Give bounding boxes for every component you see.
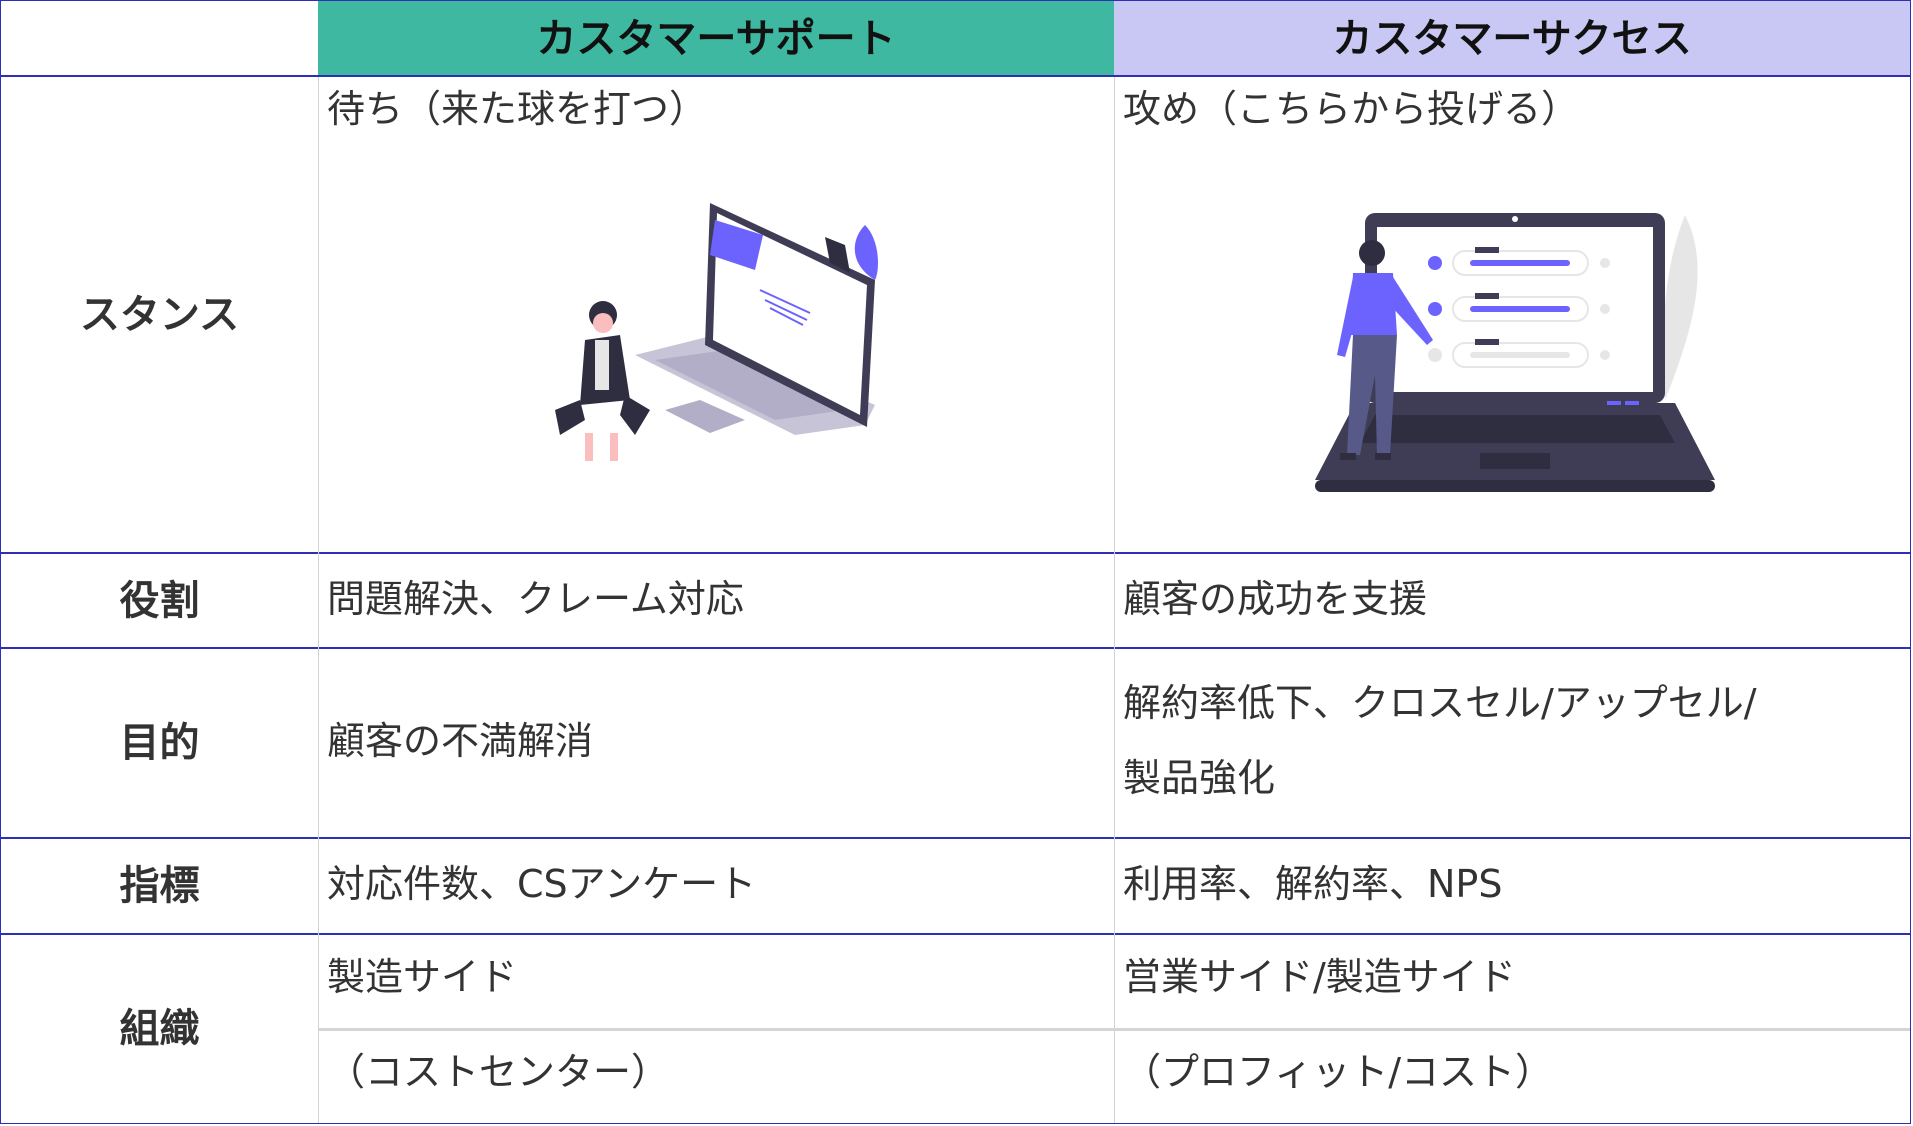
role-support-text: 問題解決、クレーム対応 (327, 577, 744, 621)
row-label-purpose: 目的 (119, 720, 200, 766)
man-laptop-checklist-illustration (1315, 213, 1715, 492)
row-label-role: 役割 (119, 577, 200, 624)
purpose-support-text: 顧客の不満解消 (327, 719, 594, 763)
stance-support-text: 待ち（来た球を打つ） (327, 87, 708, 131)
purpose-success-text-line2: 製品強化 (1123, 756, 1276, 800)
metric-support-text: 対応件数、CSアンケート (327, 862, 757, 906)
stance-success-text: 攻め（こちらから投げる） (1123, 87, 1580, 131)
row-divider (0, 933, 1911, 935)
column-divider (318, 77, 319, 1123)
row-divider (0, 647, 1911, 649)
row-divider (0, 552, 1911, 554)
org-support-text-line1: 製造サイド (327, 955, 518, 999)
row-label-metric: 指標 (119, 863, 200, 909)
metric-success-text: 利用率、解約率、NPS (1123, 862, 1503, 906)
org-support-text-line2: （コストセンター） (327, 1050, 670, 1094)
column-divider (1114, 77, 1115, 1123)
role-success-text: 顧客の成功を支援 (1123, 577, 1428, 621)
header-customer-support: カスタマーサポート (318, 1, 1114, 76)
header-customer-success: カスタマーサクセス (1114, 1, 1910, 76)
row-label-stance: スタンス (79, 291, 240, 338)
org-success-text-line1: 営業サイド/製造サイド (1123, 955, 1516, 999)
row-divider (0, 75, 1911, 77)
woman-laptop-illustration (555, 203, 878, 461)
row-label-org: 組織 (119, 1006, 200, 1052)
org-success-text-line2: （プロフィット/コスト） (1123, 1050, 1554, 1094)
purpose-success-text-line1: 解約率低下、クロスセル/アップセル/ (1123, 681, 1757, 725)
row-divider (0, 837, 1911, 839)
sub-row-divider (319, 1028, 1910, 1031)
